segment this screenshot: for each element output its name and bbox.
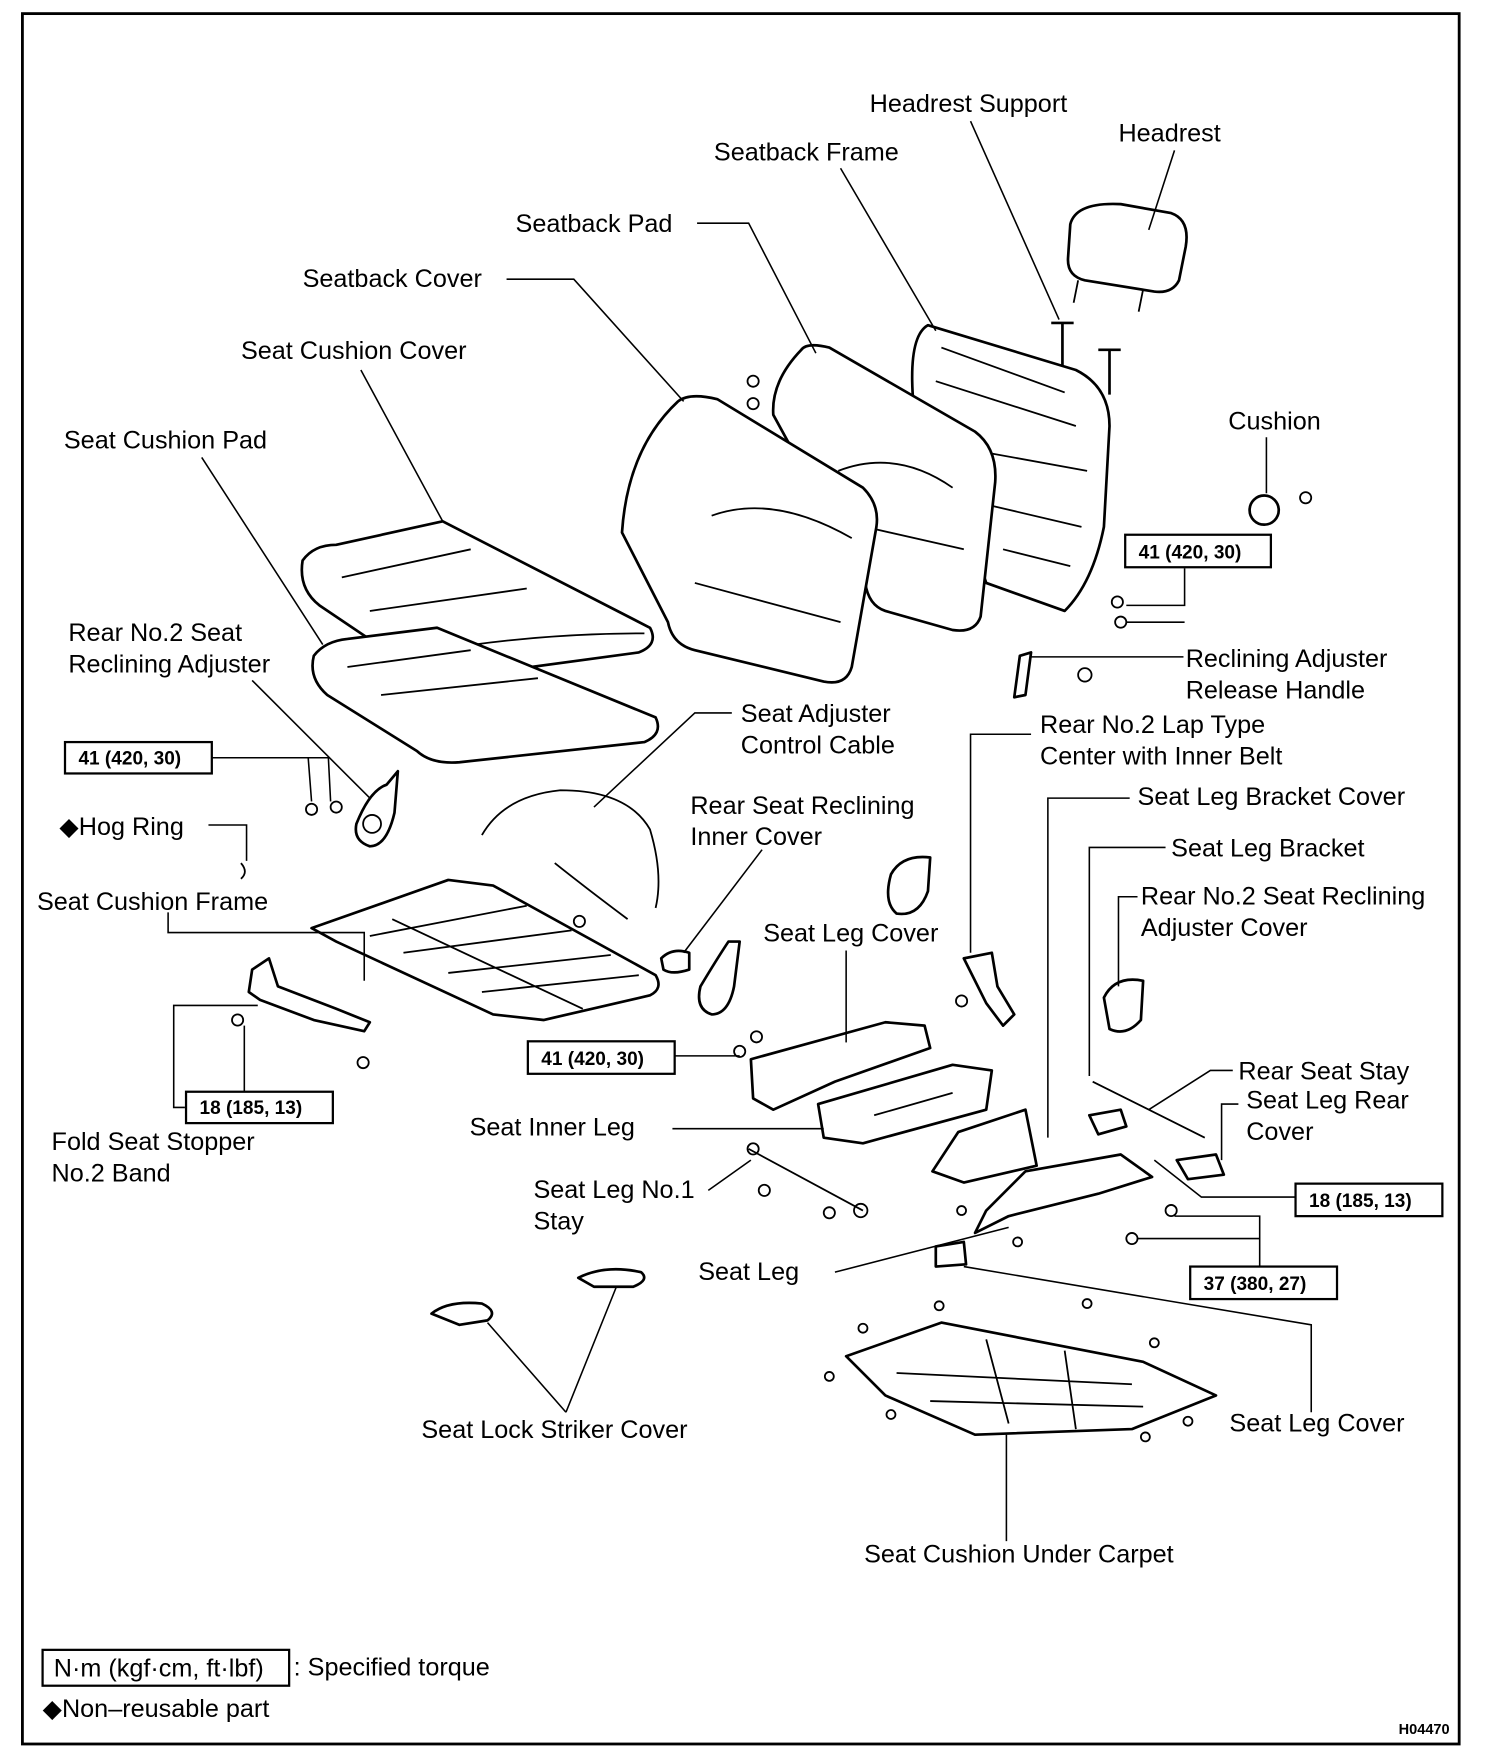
label-headrest: Headrest: [1118, 119, 1220, 147]
torque-box-seat-stay: 18 (185, 13): [1294, 1182, 1444, 1218]
fold-seat-stopper: [247, 957, 372, 1033]
seatback-cover: [620, 394, 879, 684]
label-headrest-support: Headrest Support: [870, 90, 1068, 118]
label-seat-leg: Seat Leg: [698, 1258, 799, 1286]
label-rear-no2-adjuster-line2: Reclining Adjuster: [68, 651, 270, 679]
bolts: [231, 374, 1194, 1443]
seat-leg-bracket-parts: [931, 1080, 1226, 1268]
label-release-handle-line2: Release Handle: [1186, 676, 1365, 704]
label-striker-cover: Seat Lock Striker Cover: [421, 1416, 687, 1444]
label-seat-leg-bracket-cover: Seat Leg Bracket Cover: [1138, 783, 1406, 811]
legend-torque-unit: N·m (kgf·cm, ft·lbf): [54, 1655, 264, 1683]
label-lap-belt-line1: Rear No.2 Lap Type: [1040, 711, 1265, 739]
label-release-handle-line1: Reclining Adjuster: [1186, 645, 1388, 673]
seatback-pad: [771, 343, 997, 632]
label-seat-leg-cover-upper: Seat Leg Cover: [763, 920, 938, 948]
seat-lock-striker-covers: [430, 1267, 646, 1327]
label-rear-seat-stay: Rear Seat Stay: [1238, 1057, 1409, 1085]
label-seatback-pad: Seatback Pad: [516, 210, 673, 238]
hog-ring-icon: [240, 862, 246, 880]
label-seat-leg-stay-line2: Stay: [533, 1208, 584, 1236]
svg-text:41 (420, 30): 41 (420, 30): [1139, 542, 1242, 563]
label-cushion: Cushion: [1228, 407, 1320, 435]
label-seat-leg-bracket: Seat Leg Bracket: [1171, 834, 1364, 862]
headrest: [1066, 202, 1188, 312]
svg-text:18 (185, 13): 18 (185, 13): [1309, 1191, 1412, 1212]
label-fold-stopper-line2: No.2 Band: [52, 1159, 171, 1187]
label-control-cable-line1: Seat Adjuster: [741, 700, 891, 728]
seat-leg-no1-stay: [746, 1142, 869, 1219]
torque-box-adjuster-left: 41 (420, 30): [63, 740, 213, 775]
frame-border: [21, 12, 1461, 1746]
label-seat-leg-cover-lower: Seat Leg Cover: [1229, 1409, 1404, 1437]
svg-text:37 (380, 27): 37 (380, 27): [1204, 1274, 1307, 1295]
seat-cushion-under-carpet: [844, 1321, 1218, 1437]
label-adjuster-cover-line1: Rear No.2 Seat Reclining: [1141, 883, 1425, 911]
label-control-cable-line2: Control Cable: [741, 731, 895, 759]
label-under-carpet: Seat Cushion Under Carpet: [864, 1540, 1174, 1568]
seat-cushion-frame: [310, 878, 660, 1022]
label-seat-cushion-frame: Seat Cushion Frame: [37, 888, 268, 916]
label-seat-leg-stay-line1: Seat Leg No.1: [533, 1176, 694, 1204]
seat-leg-cover-upper-part: [886, 855, 932, 916]
torque-box-fold-stopper: 18 (185, 13): [184, 1090, 334, 1125]
legend: N·m (kgf·cm, ft·lbf) : Specified torque …: [41, 1648, 490, 1723]
label-inner-cover-line2: Inner Cover: [690, 823, 822, 851]
label-rear-no2-adjuster-line1: Rear No.2 Seat: [68, 619, 242, 647]
cushion-part: [1248, 491, 1313, 527]
label-seat-leg-rear-cover-line1: Seat Leg Rear: [1246, 1087, 1409, 1115]
label-fold-stopper-line1: Fold Seat Stopper: [52, 1128, 255, 1156]
figure-code: H04470: [1399, 1722, 1450, 1738]
release-handle: [1012, 651, 1093, 699]
label-seat-cushion-pad: Seat Cushion Pad: [64, 426, 267, 454]
svg-text:41 (420, 30): 41 (420, 30): [541, 1049, 644, 1070]
center-adjuster: [697, 940, 742, 1016]
svg-text:41 (420, 30): 41 (420, 30): [78, 748, 181, 769]
label-seatback-frame: Seatback Frame: [714, 138, 899, 166]
label-seatback-cover: Seatback Cover: [303, 265, 482, 293]
lap-belt-center: [962, 951, 1016, 1027]
legend-torque-text: : Specified torque: [294, 1654, 490, 1682]
adjuster-cover: [1102, 978, 1145, 1033]
label-inner-cover-line1: Rear Seat Reclining: [690, 792, 914, 820]
label-lap-belt-line2: Center with Inner Belt: [1040, 742, 1282, 770]
headrest-supports: [1051, 321, 1121, 395]
label-adjuster-cover-line2: Adjuster Cover: [1141, 914, 1308, 942]
inner-cover: [659, 949, 691, 974]
control-cable: [481, 789, 660, 920]
rear-no2-reclining-adjuster: [354, 769, 400, 848]
leader-lines: [167, 120, 1313, 1542]
label-seat-inner-leg: Seat Inner Leg: [470, 1113, 635, 1141]
torque-box-adjuster-center: 41 (420, 30): [526, 1040, 676, 1075]
torque-box-seat-leg: 37 (380, 27): [1189, 1265, 1339, 1301]
legend-torque-box: [41, 1648, 291, 1687]
seat-inner-leg: [749, 1020, 994, 1145]
label-hog-ring: ◆Hog Ring: [59, 813, 183, 841]
seatback-frame: [910, 323, 1111, 613]
svg-text:18 (185, 13): 18 (185, 13): [199, 1098, 302, 1119]
label-seat-leg-rear-cover-line2: Cover: [1246, 1118, 1313, 1146]
legend-non-reusable: ◆Non–reusable part: [43, 1695, 270, 1723]
label-seat-cushion-cover: Seat Cushion Cover: [241, 337, 467, 365]
seat-cushion-pad: [311, 626, 660, 764]
torque-box-cushion: 41 (420, 30): [1124, 533, 1273, 569]
